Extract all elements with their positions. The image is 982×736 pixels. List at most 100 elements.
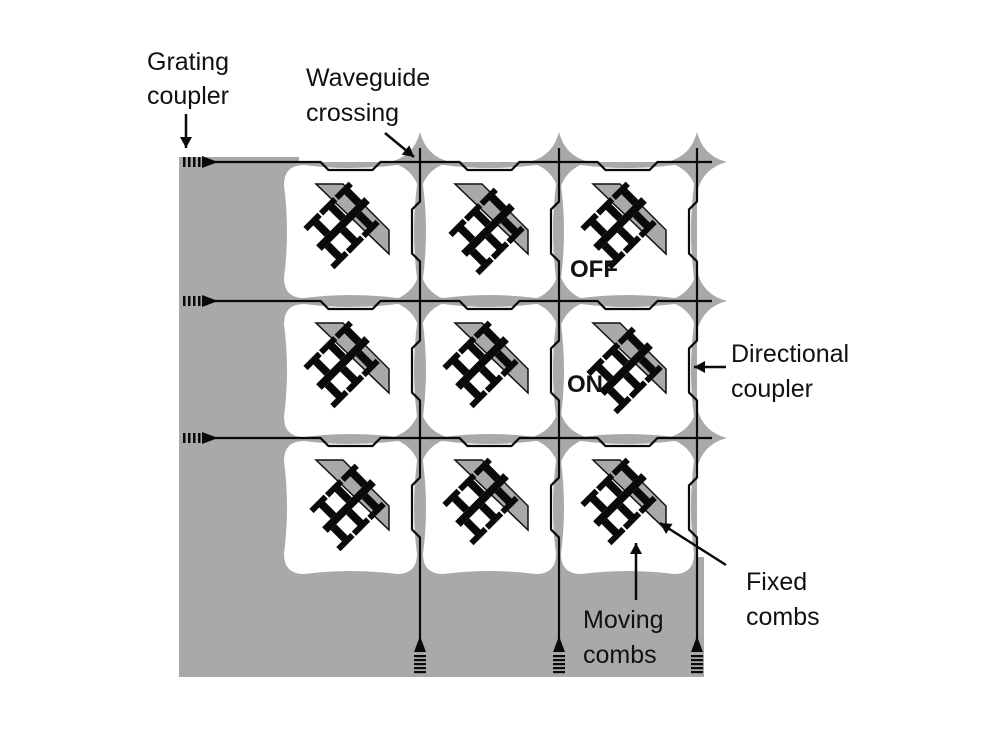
comb-drive	[580, 457, 657, 546]
grating-coupler-arrow	[180, 114, 192, 148]
comb-anchor	[303, 351, 322, 371]
comb-anchor	[611, 181, 630, 200]
grating-coupler-taper	[202, 432, 218, 444]
moving-comb-finger	[327, 341, 346, 361]
comb-backbone	[461, 203, 515, 257]
grating-coupler-label-line1: Grating	[147, 48, 229, 76]
comb-backbone	[593, 473, 647, 527]
grating-coupler-tooth	[414, 663, 426, 666]
arrow-head	[660, 523, 673, 534]
comb-anchor	[613, 395, 632, 415]
comb-anchor	[490, 241, 510, 260]
cell-body	[423, 304, 556, 437]
fixed-comb-finger	[500, 217, 520, 236]
grating-coupler-tooth	[691, 667, 703, 670]
comb-anchor	[469, 389, 488, 409]
moving-comb-finger	[620, 187, 639, 206]
grating-coupler-tooth	[553, 667, 565, 670]
grating-coupler-tooth	[414, 659, 426, 662]
moving-comb-finger	[588, 494, 608, 513]
comb-drive	[303, 320, 380, 409]
fixed-comb-finger	[469, 248, 488, 267]
comb-drive	[448, 187, 525, 276]
fixed-combs-label-line1: Fixed	[746, 568, 807, 596]
comb-drive	[442, 320, 519, 409]
moving-comb-finger	[317, 500, 337, 519]
fixed-comb-finger	[494, 350, 514, 369]
arrow-head	[401, 145, 414, 157]
fixed-comb-finger	[485, 232, 504, 252]
grating-coupler-tooth	[198, 157, 201, 167]
comb-anchor	[595, 473, 615, 492]
moving-comb-finger	[472, 208, 491, 228]
switch-cell	[281, 301, 420, 440]
moving-comb-finger	[450, 357, 470, 376]
moving-comb-finger	[343, 187, 362, 206]
fixed-comb-finger	[601, 518, 620, 537]
cell-body	[561, 165, 694, 298]
moving-comb-finger	[466, 478, 485, 498]
mirror-shuttle	[591, 322, 667, 395]
vertical-waveguide	[410, 148, 422, 648]
mirror-shuttle	[314, 459, 390, 532]
comb-anchor	[361, 219, 380, 239]
comb-anchor	[318, 197, 338, 216]
comb-anchor	[595, 197, 615, 216]
fixed-comb-finger	[340, 365, 359, 385]
grating-coupler-tooth	[553, 655, 565, 658]
moving-combs-label-line2: combs	[583, 641, 657, 669]
grating-coupler-tooth	[414, 671, 426, 674]
comb-anchor	[334, 320, 353, 339]
comb-anchor	[334, 181, 353, 200]
comb-anchor	[303, 212, 322, 232]
grating-coupler-tooth	[198, 296, 201, 306]
grating-coupler-tooth	[414, 667, 426, 670]
moving-comb-finger	[343, 326, 362, 345]
moving-comb-finger	[604, 478, 623, 498]
comb-anchor	[622, 511, 642, 530]
comb-anchor	[580, 212, 599, 232]
comb-anchor	[479, 187, 498, 206]
moving-comb-finger	[450, 494, 470, 513]
moving-comb-finger	[466, 341, 485, 361]
grating-coupler-tooth	[193, 157, 196, 167]
grating-coupler-tooth	[188, 296, 191, 306]
moving-comb-finger	[588, 218, 608, 237]
grating-coupler-taper	[553, 636, 565, 652]
comb-anchor	[309, 494, 328, 514]
switch-cell	[281, 162, 420, 301]
switch-cell	[420, 301, 559, 440]
cell-body	[561, 441, 694, 574]
grating-coupler-tooth	[193, 433, 196, 443]
comb-anchor	[607, 250, 626, 270]
fixed-comb-finger	[607, 387, 626, 406]
comb-anchor	[463, 203, 483, 222]
switch-cell	[558, 438, 697, 577]
on-state-label: ON	[567, 371, 603, 398]
comb-anchor	[318, 336, 338, 355]
switch-cell	[420, 162, 559, 301]
comb-anchor	[500, 358, 519, 378]
fixed-comb-finger	[346, 508, 365, 528]
comb-drive	[586, 326, 663, 415]
comb-anchor	[475, 256, 494, 276]
fixed-comb-finger	[617, 502, 636, 522]
comb-anchor	[506, 225, 525, 245]
grating-coupler-tooth	[553, 659, 565, 662]
fixed-comb-finger	[361, 493, 381, 512]
fixed-combs-arrow	[659, 521, 727, 567]
fixed-comb-finger	[623, 371, 642, 391]
fixed-comb-finger	[479, 502, 498, 522]
comb-anchor	[473, 320, 492, 339]
grating-coupler-tooth	[691, 663, 703, 666]
comb-anchor	[484, 374, 504, 393]
fixed-comb-finger	[638, 356, 658, 375]
vertical-waveguide	[687, 148, 699, 648]
comb-anchor	[345, 235, 365, 254]
grating-coupler-taper	[202, 295, 218, 307]
grating-coupler-taper	[691, 636, 703, 652]
fixed-comb-finger	[355, 350, 375, 369]
grating-coupler-tooth	[183, 296, 186, 306]
grating-coupler-tooth	[198, 433, 201, 443]
grating-coupler-tooth	[691, 671, 703, 674]
